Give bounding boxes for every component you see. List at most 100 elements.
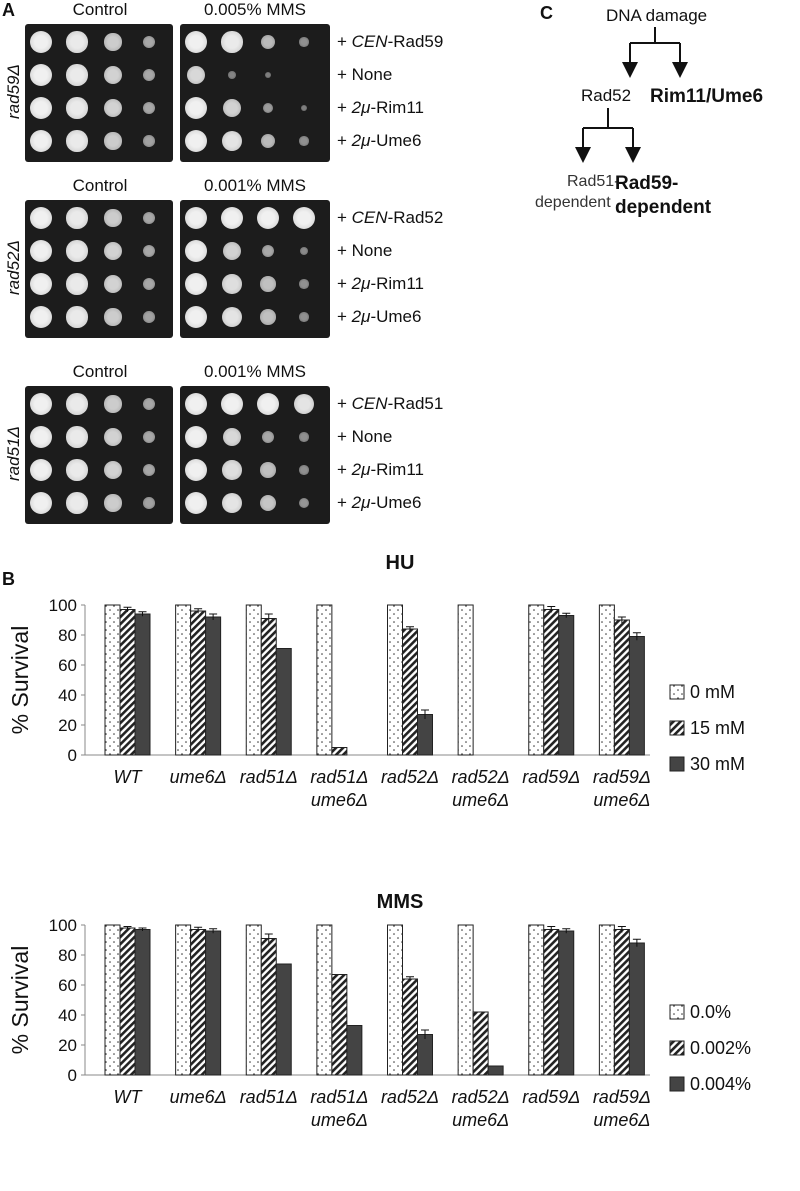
- bar: [175, 604, 192, 756]
- bar: [205, 930, 222, 1076]
- plasmid-row-label: + 2μ-Ume6: [337, 131, 422, 150]
- category-label: rad51Δ: [310, 1087, 368, 1107]
- category-label: WT: [114, 767, 144, 787]
- bar: [275, 963, 292, 1076]
- bar: [457, 604, 474, 756]
- colony-spot: [30, 240, 52, 262]
- colony-spot: [143, 311, 155, 323]
- plasmid-row-label: + CEN-Rad59: [337, 32, 444, 51]
- colony-spot: [261, 244, 275, 258]
- panel-label-b: B: [2, 569, 15, 589]
- legend-label: 15 mM: [690, 718, 745, 738]
- colony-spot: [185, 207, 207, 229]
- bar: [104, 604, 121, 756]
- colony-spot: [260, 276, 276, 292]
- category-label: ume6Δ: [170, 767, 227, 787]
- bar: [558, 615, 575, 756]
- bar: [260, 618, 277, 756]
- diagram-rad51-dependent-line1: Rad51-: [567, 173, 620, 190]
- colony-spot: [260, 133, 276, 149]
- colony-spot: [221, 130, 243, 152]
- plate-header-control: Control: [72, 176, 128, 195]
- colony-spot: [264, 71, 272, 79]
- bar: [316, 604, 333, 756]
- colony-spot: [185, 31, 207, 53]
- legend-swatch: [669, 1076, 685, 1092]
- bar: [613, 929, 630, 1076]
- panel-label-a: A: [2, 0, 15, 20]
- bar: [190, 610, 207, 756]
- plasmid-row-label: + CEN-Rad51: [337, 394, 444, 413]
- treatment-plate: [180, 200, 330, 338]
- colony-spot: [185, 459, 207, 481]
- colony-spot: [260, 309, 276, 325]
- bar: [472, 1011, 489, 1076]
- colony-spot: [300, 104, 308, 112]
- colony-spot: [104, 209, 122, 227]
- treatment-plate: [180, 386, 330, 524]
- colony-spot: [142, 101, 156, 115]
- category-label: ume6Δ: [452, 790, 509, 810]
- y-tick-label: 60: [58, 976, 77, 995]
- category-label: rad51Δ: [240, 1087, 298, 1107]
- category-label: rad52Δ: [452, 767, 510, 787]
- bar: [487, 1065, 504, 1076]
- category-label: rad51Δ: [240, 767, 298, 787]
- plasmid-row-label: + None: [337, 241, 393, 260]
- bar: [134, 929, 151, 1076]
- colony-spot: [142, 68, 156, 82]
- y-tick-label: 80: [58, 626, 77, 645]
- colony-spot: [299, 37, 309, 47]
- plasmid-row-label: + 2μ-Rim11: [337, 98, 424, 117]
- bar: [245, 924, 262, 1076]
- bar: [402, 628, 418, 756]
- colony-spot: [185, 492, 207, 514]
- colony-spot: [66, 306, 88, 328]
- y-tick-label: 20: [58, 716, 77, 735]
- colony-spot: [261, 430, 275, 444]
- plasmid-row-label: + 2μ-Ume6: [337, 493, 422, 512]
- diagram-rad59-dependent-line2: dependent: [615, 197, 712, 218]
- colony-spot: [104, 494, 122, 512]
- colony-spot: [66, 426, 88, 448]
- colony-spot: [259, 494, 277, 512]
- diagram-rad59-dependent-line1: Rad59-: [615, 173, 679, 194]
- bar: [417, 1034, 433, 1076]
- colony-spot: [142, 211, 156, 225]
- control-plate: [25, 200, 173, 338]
- colony-spot: [299, 465, 309, 475]
- colony-spot: [30, 492, 52, 514]
- control-plate: [25, 24, 173, 162]
- plasmid-row-label: + 2μ-Ume6: [337, 307, 422, 326]
- colony-spot: [142, 397, 156, 411]
- colony-spot: [299, 279, 309, 289]
- colony-spot: [104, 33, 122, 51]
- bar: [119, 927, 136, 1076]
- panel-label-c: C: [540, 3, 553, 23]
- bar: [387, 604, 403, 756]
- bar: [245, 604, 262, 756]
- bar: [528, 604, 545, 756]
- colony-spot: [257, 393, 279, 415]
- bar: [558, 930, 575, 1076]
- bar: [387, 924, 403, 1076]
- category-label: rad52Δ: [381, 1087, 439, 1107]
- bar: [104, 924, 121, 1076]
- colony-spot: [221, 31, 243, 53]
- colony-spot: [66, 31, 88, 53]
- colony-spot: [142, 244, 156, 258]
- colony-spot: [221, 393, 243, 415]
- colony-spot: [104, 66, 122, 84]
- plate-header-treatment: 0.001% MMS: [203, 362, 307, 381]
- colony-spot: [299, 432, 309, 442]
- legend-swatch: [669, 756, 685, 772]
- colony-spot: [143, 135, 155, 147]
- colony-spot: [260, 462, 276, 478]
- legend-label: 0.004%: [690, 1074, 751, 1094]
- colony-spot: [223, 99, 241, 117]
- bar: [260, 938, 277, 1076]
- bar: [331, 974, 348, 1076]
- category-label: rad52Δ: [381, 767, 439, 787]
- y-tick-label: 40: [58, 1006, 77, 1025]
- colony-spot: [30, 64, 52, 86]
